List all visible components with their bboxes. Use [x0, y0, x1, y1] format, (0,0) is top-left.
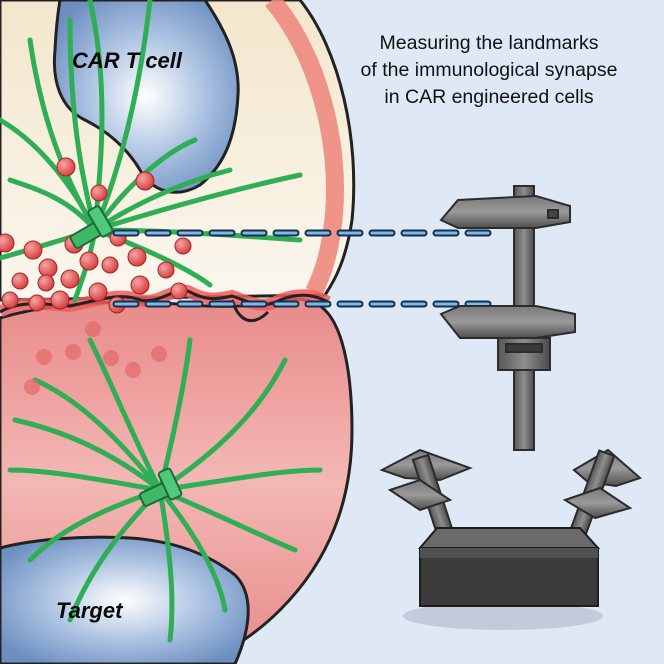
toolbox-icon: [379, 448, 642, 630]
caption-line: Measuring the landmarks: [379, 32, 599, 54]
diagram-caption: Measuring the landmarks of the immunolog…: [334, 30, 644, 111]
measurement-lines: [112, 229, 504, 308]
lytic-granules: [0, 157, 192, 314]
caption-line: of the immunological synapse: [360, 59, 618, 81]
centrosome-icon: [138, 467, 183, 507]
caption-line: in CAR engineered cells: [384, 86, 594, 108]
released-granules: [24, 321, 167, 395]
car-t-cell-label: CAR T cell: [72, 48, 183, 73]
caliper-icon: [439, 185, 576, 451]
centrosome-icon: [69, 205, 114, 249]
target-cell-label: Target: [56, 598, 123, 623]
